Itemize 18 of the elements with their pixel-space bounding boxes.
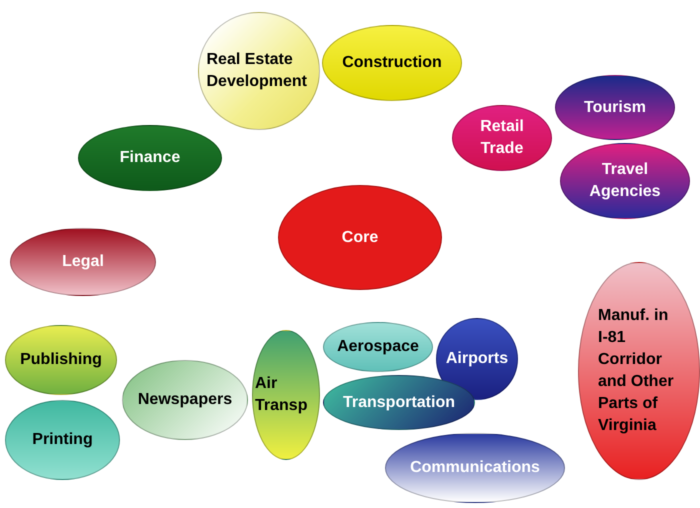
ellipse-label: Aerospace bbox=[337, 337, 419, 357]
ellipse-label: Airports bbox=[446, 349, 508, 369]
ellipse-label: Finance bbox=[120, 148, 180, 168]
ellipse-label: Tourism bbox=[584, 98, 646, 118]
ellipse-label: Retail Trade bbox=[479, 117, 525, 159]
ellipse-label: Air Transp bbox=[255, 374, 308, 416]
ellipse-label: Real Estate Development bbox=[206, 50, 308, 92]
ellipse-label: Legal bbox=[62, 252, 104, 272]
ellipse-label: Transportation bbox=[342, 392, 455, 412]
ellipse-label: Travel Agencies bbox=[588, 160, 662, 202]
ellipse-label: Manuf. in I-81 Corridor and Other Parts of Virginia bbox=[598, 306, 675, 436]
ellipse-label: Printing bbox=[32, 430, 93, 450]
ellipse-label: Newspapers bbox=[138, 390, 232, 410]
ellipse-label: Core bbox=[342, 228, 378, 248]
ellipse bbox=[323, 322, 433, 372]
ellipse-label: Communications bbox=[410, 458, 540, 478]
ellipse-label: Construction bbox=[342, 53, 442, 73]
ellipse-label: Publishing bbox=[20, 350, 102, 370]
